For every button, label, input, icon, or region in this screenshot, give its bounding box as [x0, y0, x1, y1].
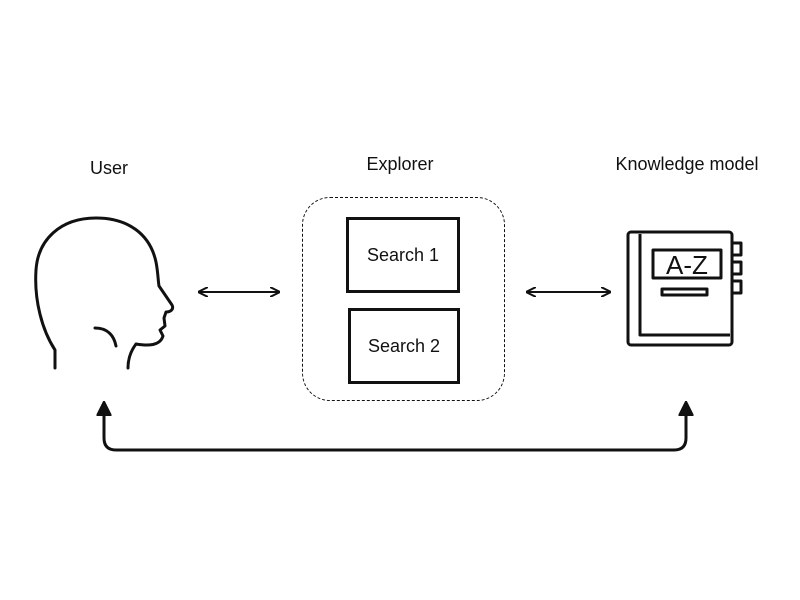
head-profile-icon: [34, 216, 175, 370]
edge-user-knowledge: [104, 404, 686, 452]
search-1-box[interactable]: Search 1: [346, 217, 460, 293]
book-icon: A-Z: [626, 230, 743, 347]
search-2-box[interactable]: Search 2: [348, 308, 460, 384]
search-2-label: Search 2: [367, 335, 441, 356]
search-1-label: Search 1: [366, 244, 440, 265]
explorer-container: [302, 197, 505, 401]
explorer-label: Explorer: [366, 154, 434, 174]
user-label: User: [89, 158, 129, 178]
knowledge-model-label: Knowledge model: [615, 154, 759, 174]
book-text: A-Z: [666, 250, 708, 280]
